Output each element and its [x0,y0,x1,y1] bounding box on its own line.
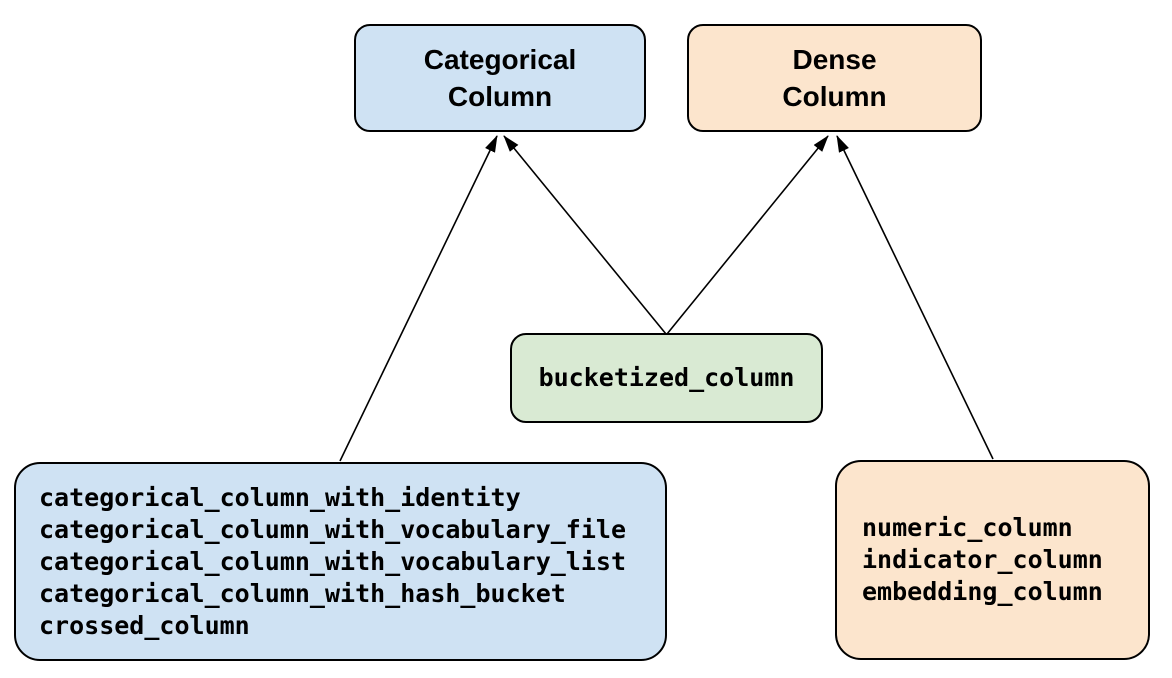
node-bucketized-column: bucketized_column [510,333,823,423]
api-list-item-crossed-column: crossed_column [39,610,250,640]
edge-bucketized-to-dense [666,135,829,335]
categorical-column-label-line1: Categorical [423,44,577,75]
bucketized-column-label-line1: bucketized_column [538,363,795,392]
node-dense-api-list: numeric_column indicator_column embeddin… [835,460,1150,660]
node-categorical-api-list: categorical_column_with_identity categor… [14,462,667,661]
api-list-item-embedding-column: embedding_column [862,577,1103,606]
api-list-item-numeric-column: numeric_column [862,513,1073,542]
bucketized-column-label: bucketized_column [539,362,795,394]
api-list-item-categorical-column-with-vocabulary-list: categorical_column_with_vocabulary_list [39,546,626,576]
dense-column-label: Dense Column [782,41,886,115]
api-list-item-indicator-column: indicator_column [862,545,1103,574]
api-list-item-categorical-column-with-hash-bucket: categorical_column_with_hash_bucket [39,578,566,608]
edge-bucketized-to-categorical [503,135,667,335]
edge-categorical-apis-to-categorical [339,135,498,462]
categorical-column-label-line2: Column [447,81,553,112]
node-dense-column: Dense Column [687,24,982,132]
edge-dense-apis-to-dense [836,135,994,460]
dense-column-label-line2: Column [782,81,887,112]
node-categorical-column: Categorical Column [354,24,646,132]
categorical-column-label: Categorical Column [424,41,577,115]
api-list-item-categorical-column-with-vocabulary-file: categorical_column_with_vocabulary_file [39,514,626,544]
categorical-api-list: categorical_column_with_identity categor… [39,482,626,642]
api-list-item-categorical-column-with-identity: categorical_column_with_identity [39,482,521,512]
dense-column-label-line1: Dense [792,44,877,75]
dense-api-list: numeric_column indicator_column embeddin… [862,512,1103,608]
